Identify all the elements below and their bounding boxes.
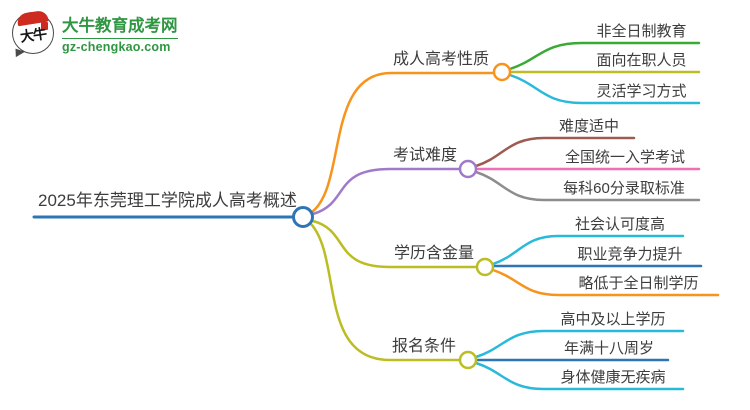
branch-4-child-3-line (474, 361, 685, 391)
branch-3-child-3-label[interactable]: 略低于全日制学历 (578, 275, 699, 292)
branch-2-child-3-label[interactable]: 每科60分录取标准 (563, 180, 685, 197)
branch-2-circle[interactable] (458, 159, 478, 179)
branch-1-label[interactable]: 成人高考性质 (392, 51, 489, 68)
main-node-circle[interactable] (292, 206, 314, 228)
branch-1-circle[interactable] (492, 62, 512, 82)
branch-1-child-3-label[interactable]: 灵活学习方式 (596, 83, 687, 100)
branch-2-child-1-label[interactable]: 难度适中 (558, 118, 619, 135)
branch-4-label[interactable]: 报名条件 (391, 338, 456, 355)
branch-4-child-1-line (474, 329, 685, 359)
branch-4-child-1-label[interactable]: 高中及以上学历 (560, 311, 666, 328)
branch-4-child-3-label[interactable]: 身体健康无疾病 (560, 369, 666, 386)
branch-1-child-1-label[interactable]: 非全日制教育 (596, 23, 687, 40)
branch-3-circle[interactable] (475, 257, 495, 277)
logo-site-domain: gz-chengkao.com (62, 40, 171, 54)
branch-1-child-3-line (508, 73, 701, 105)
branch-1-child-1-line (508, 41, 701, 71)
branch-4-line (309, 222, 461, 362)
branch-3-child-3-line (491, 268, 720, 297)
logo-red-seal (41, 22, 48, 30)
branch-4-child-2-label[interactable]: 年满十八周岁 (563, 340, 654, 357)
logo-text-block: 大牛教育成考网 gz-chengkao.com (62, 12, 178, 54)
branch-3-child-2-label[interactable]: 职业竞争力提升 (577, 246, 683, 263)
branch-2-child-3-line (474, 170, 701, 202)
branch-3-line (311, 219, 478, 269)
branch-2-label[interactable]: 考试难度 (392, 147, 457, 164)
branch-1-child-2-label[interactable]: 面向在职人员 (596, 52, 687, 69)
site-logo[interactable]: 大牛 大牛教育成考网 gz-chengkao.com (12, 9, 178, 60)
branch-3-label[interactable]: 学历含金量 (393, 245, 474, 262)
main-node-label[interactable]: 2025年东莞理工学院成人高考概述 (38, 191, 297, 210)
branch-2-child-2-label[interactable]: 全国统一入学考试 (564, 149, 685, 166)
branch-3-child-1-label[interactable]: 社会认可度高 (574, 216, 665, 233)
logo-icon-text: 大牛 (19, 25, 47, 45)
branch-4-circle[interactable] (458, 350, 478, 370)
branch-2-child-1-line (474, 136, 636, 168)
branch-1-line (310, 71, 496, 214)
daniu-logo-icon: 大牛 (12, 9, 54, 60)
logo-site-name: 大牛教育成考网 (62, 12, 178, 39)
branch-2-line (311, 167, 461, 216)
branch-3-child-1-line (491, 234, 685, 266)
